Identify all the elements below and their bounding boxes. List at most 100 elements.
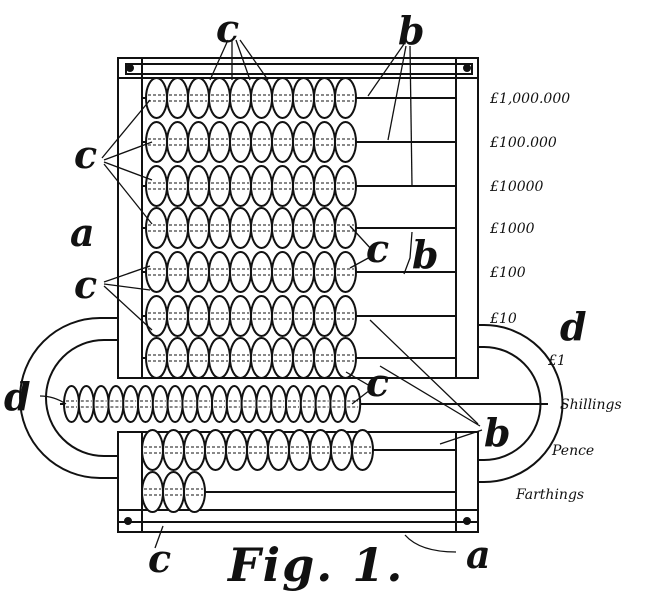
bead[interactable]: [225, 429, 248, 471]
bead[interactable]: [292, 165, 315, 207]
bead[interactable]: [313, 165, 336, 207]
bead[interactable]: [145, 337, 168, 379]
bead[interactable]: [288, 429, 311, 471]
bead[interactable]: [229, 251, 252, 293]
bead[interactable]: [255, 385, 273, 423]
bead[interactable]: [271, 207, 294, 249]
bead[interactable]: [162, 429, 185, 471]
bead[interactable]: [229, 207, 252, 249]
bead[interactable]: [313, 295, 336, 337]
bead[interactable]: [246, 429, 269, 471]
bead[interactable]: [271, 337, 294, 379]
bead[interactable]: [271, 77, 294, 119]
bead[interactable]: [271, 121, 294, 163]
bead[interactable]: [250, 337, 273, 379]
bead[interactable]: [77, 385, 95, 423]
bead[interactable]: [292, 207, 315, 249]
bead[interactable]: [334, 337, 357, 379]
bead[interactable]: [63, 385, 80, 423]
bead[interactable]: [122, 385, 140, 423]
bead[interactable]: [187, 207, 210, 249]
bead[interactable]: [166, 337, 189, 379]
bead[interactable]: [137, 385, 154, 423]
bead[interactable]: [229, 337, 252, 379]
bead[interactable]: [271, 295, 294, 337]
bead[interactable]: [92, 385, 110, 423]
bead[interactable]: [208, 295, 231, 337]
bead[interactable]: [208, 251, 231, 293]
bead[interactable]: [250, 295, 273, 337]
bead[interactable]: [292, 251, 315, 293]
bead[interactable]: [309, 429, 332, 471]
bead[interactable]: [334, 121, 357, 163]
bead[interactable]: [145, 165, 168, 207]
bead[interactable]: [183, 471, 206, 513]
bead[interactable]: [187, 77, 210, 119]
bead[interactable]: [270, 385, 288, 423]
bead[interactable]: [166, 121, 189, 163]
bead[interactable]: [250, 207, 273, 249]
bead[interactable]: [204, 429, 227, 471]
bead[interactable]: [314, 385, 332, 423]
bead[interactable]: [313, 337, 336, 379]
bead[interactable]: [187, 295, 210, 337]
bead[interactable]: [292, 295, 315, 337]
bead[interactable]: [208, 77, 231, 119]
bead[interactable]: [330, 429, 353, 471]
bead[interactable]: [313, 207, 336, 249]
bead[interactable]: [208, 207, 231, 249]
bead[interactable]: [334, 77, 357, 119]
bead[interactable]: [329, 385, 347, 423]
bead[interactable]: [250, 251, 273, 293]
bead[interactable]: [292, 77, 315, 119]
bead[interactable]: [196, 385, 214, 423]
bead[interactable]: [334, 165, 357, 207]
bead[interactable]: [292, 337, 315, 379]
bead[interactable]: [313, 251, 336, 293]
bead[interactable]: [285, 385, 302, 423]
bead[interactable]: [166, 207, 189, 249]
bead[interactable]: [145, 251, 168, 293]
bead[interactable]: [229, 77, 252, 119]
bead[interactable]: [267, 429, 290, 471]
bead[interactable]: [187, 251, 210, 293]
bead[interactable]: [229, 121, 252, 163]
bead[interactable]: [334, 251, 357, 293]
bead[interactable]: [351, 429, 374, 471]
bead[interactable]: [145, 295, 168, 337]
bead[interactable]: [299, 385, 317, 423]
bead[interactable]: [334, 207, 357, 249]
bead[interactable]: [151, 385, 169, 423]
bead[interactable]: [183, 429, 206, 471]
bead[interactable]: [187, 121, 210, 163]
bead[interactable]: [208, 121, 231, 163]
bead[interactable]: [250, 121, 273, 163]
bead[interactable]: [292, 121, 315, 163]
bead[interactable]: [187, 165, 210, 207]
bead[interactable]: [208, 337, 231, 379]
bead[interactable]: [145, 121, 168, 163]
bead[interactable]: [229, 295, 252, 337]
bead[interactable]: [145, 77, 168, 119]
bead[interactable]: [181, 385, 199, 423]
bead[interactable]: [166, 385, 184, 423]
bead[interactable]: [271, 165, 294, 207]
bead[interactable]: [313, 121, 336, 163]
bead[interactable]: [162, 471, 185, 513]
bead[interactable]: [166, 251, 189, 293]
bead[interactable]: [166, 165, 189, 207]
bead[interactable]: [141, 471, 164, 513]
bead[interactable]: [141, 429, 164, 471]
bead[interactable]: [271, 251, 294, 293]
bead[interactable]: [211, 385, 228, 423]
bead[interactable]: [250, 77, 273, 119]
bead[interactable]: [334, 295, 357, 337]
bead[interactable]: [166, 295, 189, 337]
bead[interactable]: [225, 385, 243, 423]
bead[interactable]: [107, 385, 125, 423]
bead[interactable]: [166, 77, 189, 119]
bead[interactable]: [229, 165, 252, 207]
bead[interactable]: [250, 165, 273, 207]
bead[interactable]: [145, 207, 168, 249]
bead[interactable]: [240, 385, 258, 423]
